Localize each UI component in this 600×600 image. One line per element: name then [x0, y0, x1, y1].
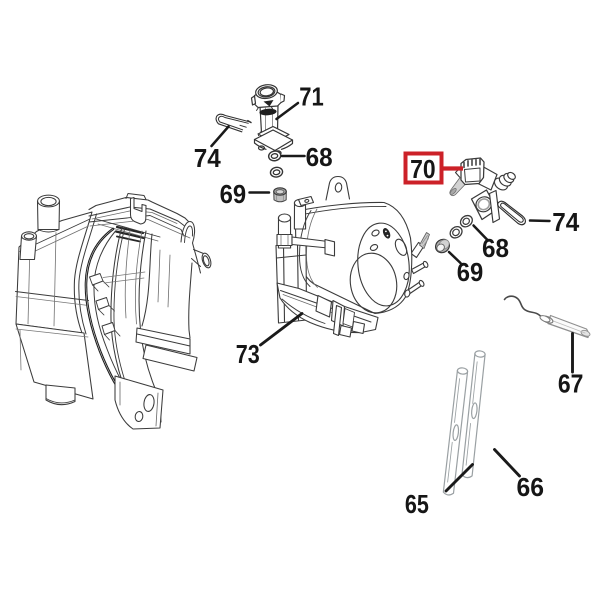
- svg-text:70: 70: [410, 154, 436, 184]
- svg-text:66: 66: [517, 472, 545, 502]
- svg-text:71: 71: [299, 81, 324, 111]
- svg-text:74: 74: [552, 207, 580, 237]
- svg-text:67: 67: [558, 368, 584, 398]
- svg-text:68: 68: [306, 142, 333, 172]
- svg-text:69: 69: [457, 257, 484, 287]
- svg-text:65: 65: [405, 489, 429, 519]
- svg-text:73: 73: [236, 339, 260, 369]
- svg-text:68: 68: [482, 233, 509, 263]
- svg-text:69: 69: [220, 179, 247, 209]
- svg-text:74: 74: [194, 143, 222, 173]
